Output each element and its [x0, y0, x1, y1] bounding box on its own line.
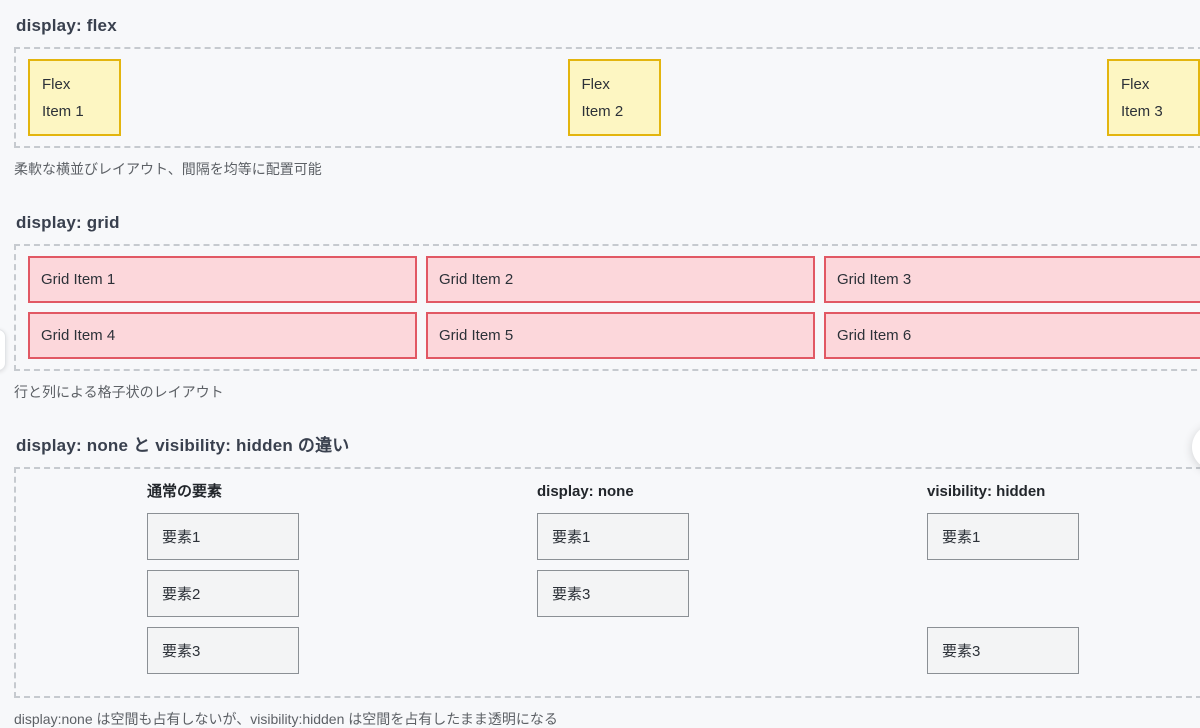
grid-item-5: Grid Item 5 [426, 312, 815, 359]
prev-nav-button[interactable] [0, 329, 6, 371]
column-normal: 通常の要素 要素1 要素2 要素3 [28, 483, 418, 684]
flex-section-title: display: flex [16, 16, 117, 35]
flex-item-2: Flex Item 2 [567, 59, 661, 136]
flex-demo-container: Flex Item 1 Flex Item 2 Flex Item 3 [14, 47, 1200, 148]
grid-item-1: Grid Item 1 [28, 256, 417, 303]
column-visibility-hidden: visibility: hidden 要素1 要素2 要素3 [808, 483, 1198, 684]
normal-element-2: 要素2 [147, 570, 299, 617]
next-nav-button[interactable] [1192, 424, 1200, 470]
normal-element-3: 要素3 [147, 627, 299, 674]
visibility-hidden-element-3: 要素3 [927, 627, 1079, 674]
flex-item-3-line2: Item 3 [1121, 103, 1163, 120]
grid-item-3: Grid Item 3 [824, 256, 1200, 303]
grid-item-6: Grid Item 6 [824, 312, 1200, 359]
normal-element-1: 要素1 [147, 513, 299, 560]
visibility-section-title: display: none と visibility: hidden の違い [16, 436, 350, 455]
visibility-demo-container: 通常の要素 要素1 要素2 要素3 display: none 要素1 要素3 … [14, 467, 1200, 698]
visibility-caption: display:none は空間も占有しないが、visibility:hidde… [14, 711, 558, 727]
display-none-element-1: 要素1 [537, 513, 689, 560]
grid-demo-container: Grid Item 1 Grid Item 2 Grid Item 3 Grid… [14, 244, 1200, 371]
grid-item-2: Grid Item 2 [426, 256, 815, 303]
section-flex: display: flex Flex Item 1 Flex Item 2 Fl… [14, 15, 1200, 178]
grid-section-title: display: grid [16, 213, 120, 232]
visibility-hidden-element-1: 要素1 [927, 513, 1079, 560]
column-visibility-hidden-label: visibility: hidden [927, 483, 1046, 500]
page: display: flex Flex Item 1 Flex Item 2 Fl… [0, 15, 1200, 728]
flex-item-2-line2: Item 2 [581, 103, 624, 120]
column-display-none: display: none 要素1 要素3 [418, 483, 808, 684]
flex-item-2-line1: Flex [581, 76, 610, 93]
display-none-element-3: 要素3 [537, 570, 689, 617]
flex-item-1: Flex Item 1 [28, 59, 121, 136]
flex-item-3-line1: Flex [1121, 76, 1150, 93]
column-display-none-label: display: none [537, 483, 634, 500]
section-visibility: display: none と visibility: hidden の違い 通… [14, 435, 1200, 728]
flex-item-1-line2: Item 1 [42, 103, 84, 120]
grid-caption: 行と列による格子状のレイアウト [14, 384, 224, 400]
flex-caption: 柔軟な横並びレイアウト、間隔を均等に配置可能 [14, 161, 322, 177]
section-grid: display: grid Grid Item 1 Grid Item 2 Gr… [14, 212, 1200, 401]
flex-item-3: Flex Item 3 [1107, 59, 1200, 136]
column-normal-label: 通常の要素 [147, 483, 223, 500]
grid-item-4: Grid Item 4 [28, 312, 417, 359]
flex-item-1-line1: Flex [42, 76, 71, 93]
